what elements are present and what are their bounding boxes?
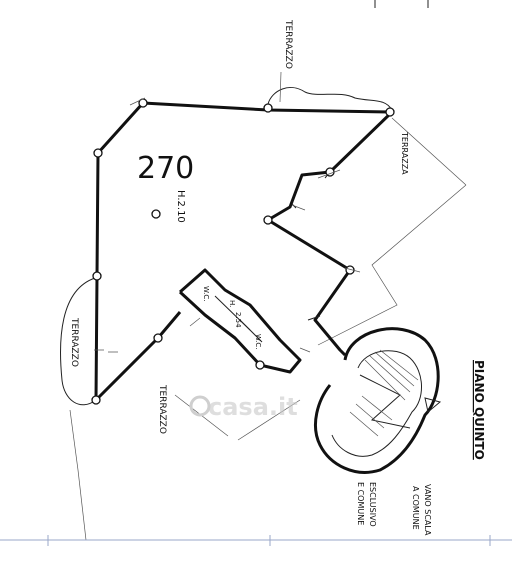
terrace-left-outline: [60, 277, 97, 406]
label-exclusive-2: E COMUNE: [356, 482, 365, 525]
terrace-top-leader: [279, 71, 282, 103]
apartment-left-wall: [94, 101, 182, 402]
label-stair-1: VANO SCALA: [423, 484, 432, 536]
label-stair-2: A COMUNE: [411, 486, 420, 530]
label-wc-2: W.C.: [254, 334, 262, 349]
watermark-logo-icon: [189, 395, 211, 417]
wc-block-wall: [178, 268, 302, 374]
label-wc-1: W.C.: [202, 286, 210, 301]
label-terrazzo-bottom: TERRAZZO: [157, 384, 167, 434]
label-exclusive-1: ESCLUSIVO: [368, 482, 377, 527]
corner-marks: [374, 0, 429, 8]
label-terrazzo-top: TERRAZZO: [283, 19, 293, 69]
stair-tower: [313, 327, 442, 474]
terrace-top-outline: [267, 87, 393, 111]
apartment-outer-wall: [142, 101, 394, 357]
label-terrazzo-left: TERRAZZO: [69, 317, 79, 367]
label-floor: PIANO QUINTO: [472, 360, 486, 460]
inner-wall-detail: [291, 171, 355, 321]
bottom-reference-ticks: [47, 535, 491, 546]
label-area: 270: [137, 151, 194, 186]
label-height: H.2.10: [175, 190, 186, 223]
label-terrazza-right: TERRAZZA: [400, 131, 409, 175]
label-h-small-value: 2.54: [234, 312, 242, 328]
wc-divider-2: [239, 319, 263, 343]
dimension-ticks: [94, 97, 361, 353]
label-h-small: H.: [228, 300, 236, 307]
watermark-text: casa.it: [208, 393, 298, 421]
